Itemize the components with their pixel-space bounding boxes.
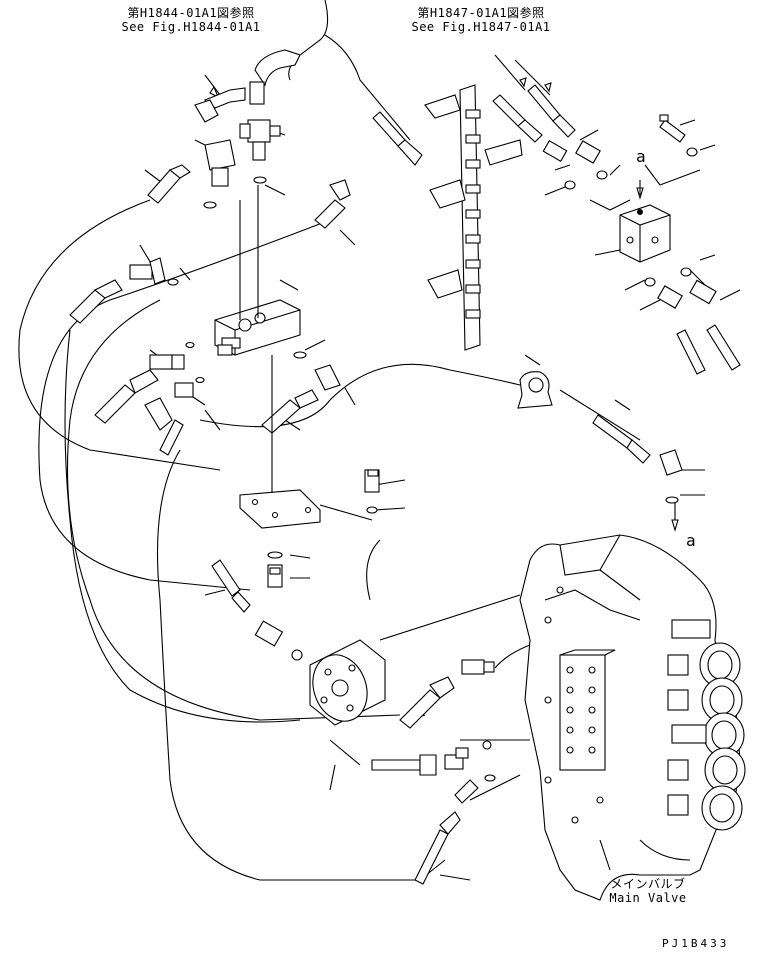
valve-bolts — [544, 586, 604, 824]
mounting-plate — [239, 489, 373, 529]
bolts — [269, 114, 669, 575]
main-valve-label-en: Main Valve — [609, 891, 687, 905]
hose-elbow-top — [194, 49, 301, 123]
spool-caps — [699, 642, 746, 831]
main-valve-label-jp: メインバルブ — [610, 877, 686, 891]
elbow-fitting-left — [204, 139, 236, 187]
fittings — [129, 140, 717, 804]
reference-right-en: See Fig.H1847-01A1 — [411, 20, 551, 34]
reference-left-en: See Fig.H1844-01A1 — [121, 20, 261, 34]
manifold-block — [214, 185, 301, 500]
clamp-bracket — [424, 84, 523, 351]
oring-set — [167, 147, 698, 782]
reference-right-jp: 第H1847-01A1図参照 — [417, 6, 545, 20]
relief-valves — [667, 619, 711, 816]
right-valve-block — [619, 204, 671, 263]
flange-block — [309, 639, 386, 726]
reference-left-jp: 第H1844-01A1図参照 — [127, 6, 255, 20]
tee-fitting — [239, 119, 281, 161]
pipe-clamp — [517, 371, 553, 409]
hose-segments — [69, 84, 741, 885]
marker-a-top: a — [636, 147, 647, 166]
hose-lines — [18, 0, 641, 881]
main-valve-body — [519, 534, 746, 901]
marker-a-bottom: a — [686, 531, 697, 550]
figure-code: PJ1B433 — [662, 937, 730, 950]
